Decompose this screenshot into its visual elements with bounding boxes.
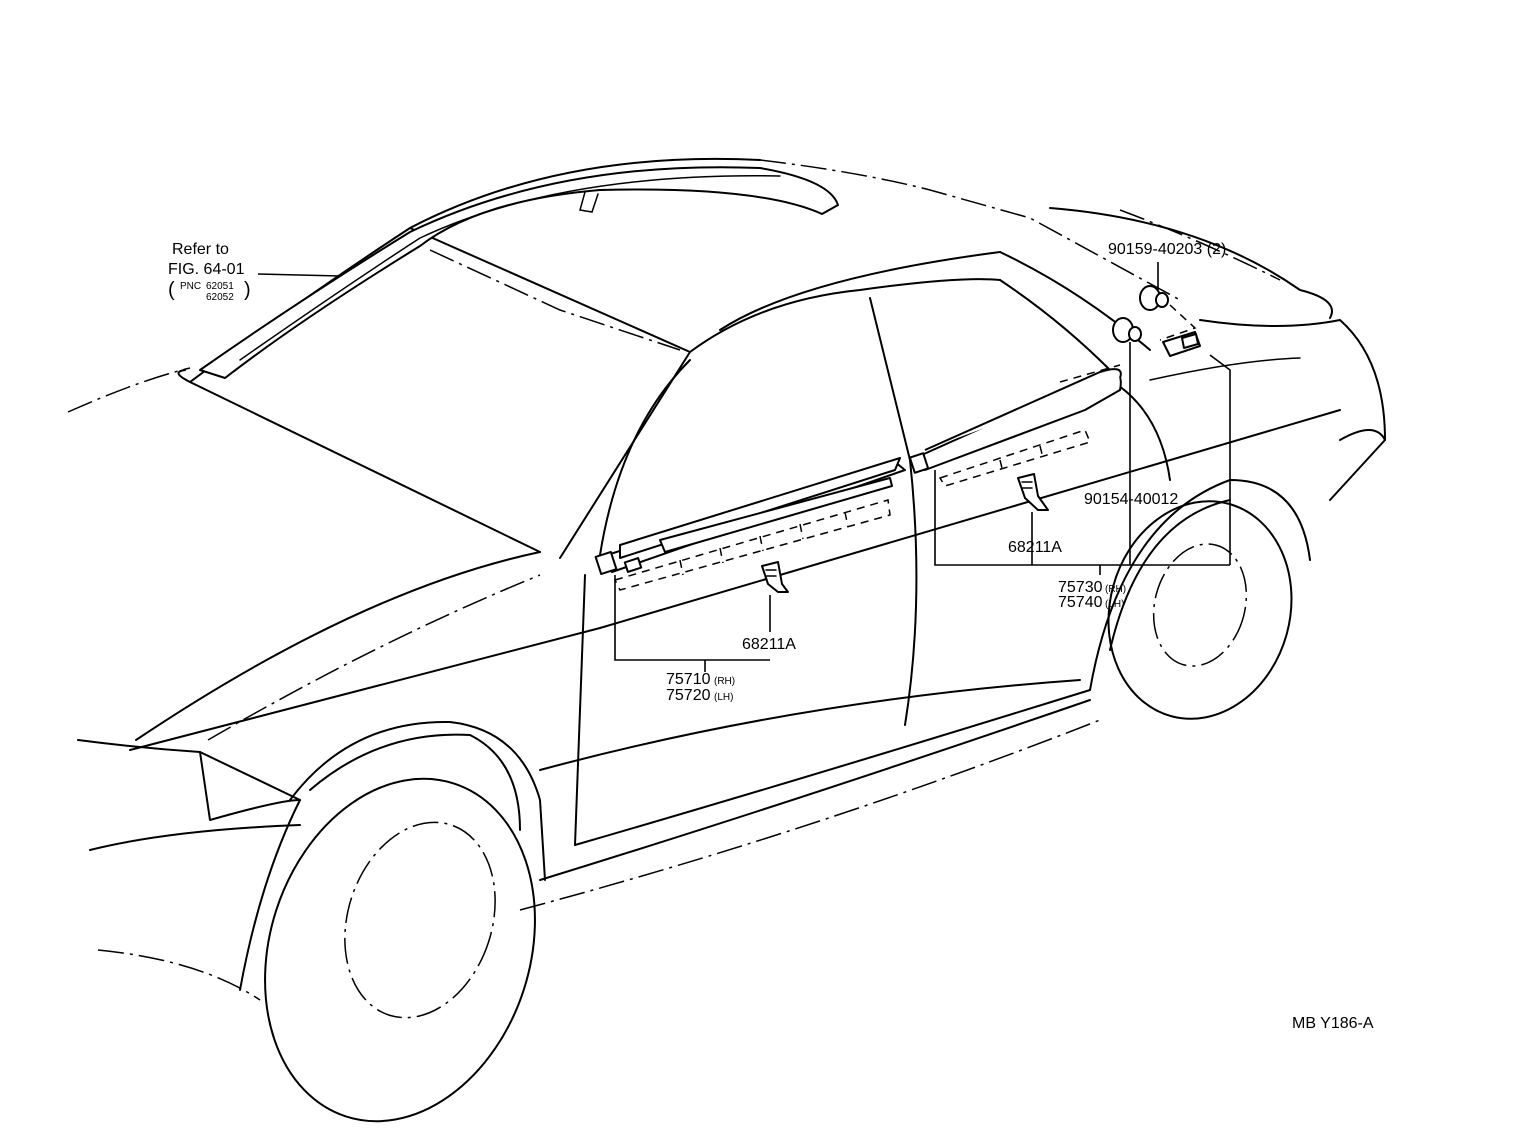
clip-rear-label: 68211A [1008,539,1062,556]
pnc-number-1: 62051 [206,281,234,292]
pnc-prefix: PNC [180,281,202,292]
leader-lines [257,262,1231,672]
rear-moulding-lh-side: (LH) [1105,599,1125,610]
front-moulding-lh-side: (LH) [714,692,734,703]
front-moulding-lh-number: 75720 [666,687,711,704]
screw-90159-40203 [1139,285,1197,341]
rear-moulding-rh-side: (RH) [1105,584,1127,595]
front-moulding-rh-number: 75710 [666,671,711,688]
pnc-paren-open: ( [168,279,175,301]
pnc-paren-close: ) [244,279,251,301]
drawing-code: MB Y186-A [1292,1015,1374,1032]
screw-upper-label: 90159-40203 (2) [1108,241,1227,258]
clip-front-label: 68211A [742,636,796,653]
rear-moulding-lh-number: 75740 [1058,594,1103,611]
end-cap-bracket [1162,331,1201,357]
screw-90154-40012 [1112,317,1142,343]
roof-drip-moulding [199,166,839,379]
rear-moulding-rh-number: 75730 [1058,579,1103,596]
clip-68211a-rear [1017,473,1049,511]
car-body-outline [67,157,1386,1123]
pnc-number-2: 62052 [206,292,234,303]
refer-label-line2: FIG. 64-01 [168,261,245,278]
rear-door-belt-moulding [908,364,1122,487]
clip-68211a-front [761,561,789,593]
screw-lower-label: 90154-40012 [1084,491,1179,508]
refer-label-line1: Refer to [172,241,229,258]
front-moulding-rh-side: (RH) [714,676,736,687]
front-door-belt-moulding [594,457,906,591]
